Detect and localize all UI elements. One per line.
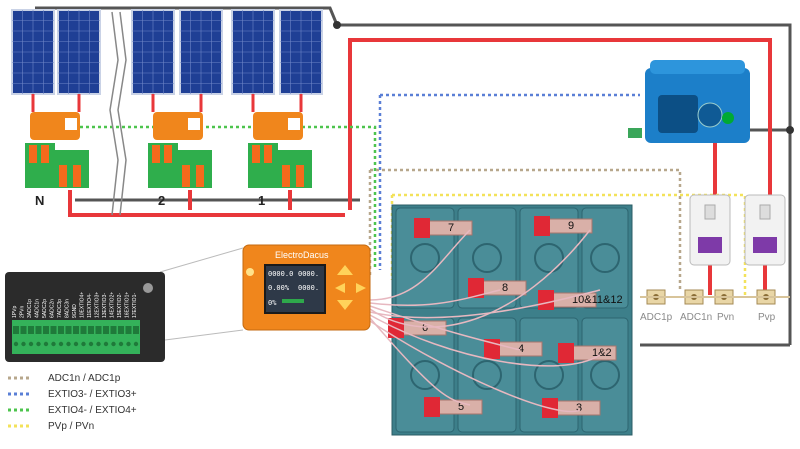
connector-pin-label: 15EXTIO2-	[117, 293, 123, 318]
screen-line2: 0000.	[298, 270, 319, 278]
sun-icon	[246, 268, 254, 276]
cell-label: 5	[458, 401, 464, 413]
connector-pin-label: 12EXTIO3+	[95, 292, 101, 318]
terminal-blocks: ADC1p ADC1n Pvn Pvp	[640, 289, 790, 323]
legend-item: EXTIO3- / EXTIO3+	[8, 389, 137, 400]
solar-panel	[131, 9, 175, 112]
string-controller: 2	[148, 112, 212, 208]
cell-label: 10&11&12	[572, 294, 623, 306]
screen-line1: 0000.0	[268, 270, 293, 278]
junction-dot	[333, 21, 341, 29]
connector-pin-label: 16EXTIO1+	[125, 292, 131, 318]
solar-panel	[179, 9, 223, 112]
solar-panel	[11, 9, 55, 112]
junction-dot	[786, 126, 794, 134]
string-controllers: N 2 1	[25, 112, 312, 208]
bus-bar: 9	[534, 216, 593, 236]
cell-label: 9	[568, 220, 574, 232]
connector-pin-label: 5ADC2p	[42, 299, 48, 318]
terminal-block: ADC1p	[640, 289, 673, 323]
connector-pin-label: 6ADC2n	[50, 299, 56, 318]
screen-line5: 0%	[268, 299, 277, 307]
up-arrow-icon	[337, 265, 353, 275]
connector-pin-label: 4ADC1n	[35, 299, 41, 318]
string-controller: N	[25, 112, 89, 208]
screen-line3: 0.00%	[268, 284, 290, 292]
connector-pin-label: 2PVn	[20, 306, 26, 318]
down-arrow-icon	[337, 300, 353, 310]
right-arrow-icon	[356, 283, 366, 293]
breaker	[744, 194, 786, 266]
string-label: 1	[258, 193, 265, 208]
string-label: 2	[158, 193, 165, 208]
terminal-label: ADC1n	[680, 312, 712, 323]
zoom-guides	[159, 247, 244, 341]
connector-pin-label: 14EXTIO2+	[110, 292, 116, 318]
sense-wires	[369, 229, 601, 413]
solar-panel	[57, 9, 101, 112]
breaker	[689, 194, 731, 266]
legend-item: EXTIO4- / EXTIO4+	[8, 405, 137, 416]
legend-item: PVp / PVn	[8, 421, 94, 432]
break-mark	[109, 11, 127, 216]
screw-icon	[143, 283, 153, 293]
legend-text: EXTIO4- / EXTIO4+	[48, 405, 137, 416]
bus-bar: 8	[468, 278, 527, 298]
solar-panels	[11, 9, 323, 112]
cell-label: 4	[518, 343, 524, 355]
battery-cell	[457, 317, 517, 433]
connector-pin-label: 3ADC1p	[27, 299, 33, 318]
cell-label: 3	[576, 402, 582, 414]
connector-pin-label: 8ADC3n	[65, 299, 71, 318]
connector-pin-label: 17EXTIO1-	[132, 293, 138, 318]
terminal-label: Pvp	[758, 312, 776, 323]
string-label: N	[35, 193, 44, 208]
controller-brand: ElectroDacus	[275, 250, 329, 260]
cell-label: 7	[448, 222, 454, 234]
connector-pin-label: 13EXTIO3-	[102, 293, 108, 318]
string-controller: 1	[248, 112, 312, 208]
inverter	[628, 60, 750, 143]
battery-cell	[581, 207, 629, 309]
solar-panel	[279, 9, 323, 112]
terminal-label: ADC1p	[640, 312, 673, 323]
bus-bar: 5	[424, 397, 483, 417]
connector-pin-label: 1PVp	[12, 306, 18, 318]
legend-text: ADC1n / ADC1p	[48, 373, 121, 384]
terminal-label: Pvn	[717, 312, 734, 323]
cell-label: 6	[422, 322, 428, 334]
connector-pin-label: 10EXTIO4+	[80, 292, 86, 318]
legend-text: PVp / PVn	[48, 421, 94, 432]
legend-item: ADC1n / ADC1p	[8, 373, 121, 384]
terminal-block: ADC1n	[680, 289, 712, 323]
screen-line4: 0000.	[298, 284, 319, 292]
terminal-block: Pvn	[714, 289, 734, 323]
electrodacus-controller: ElectroDacus 0000.0 0000. 0.00% 0000. 0%	[242, 244, 371, 331]
bus-bar: 10&11&12	[538, 290, 623, 310]
cell-label: 8	[502, 282, 508, 294]
bus-bar: 1&2	[558, 343, 617, 363]
solar-panel	[231, 9, 275, 112]
left-arrow-icon	[335, 283, 345, 293]
bus-bar: 7	[414, 218, 473, 238]
terminal-block: Pvp	[756, 289, 776, 323]
connector-pin-label: 7ADC3p	[57, 299, 63, 318]
connector-pin-label: 9GND	[72, 304, 78, 318]
legend-text: EXTIO3- / EXTIO3+	[48, 389, 137, 400]
connector-pin-label: 11EXTIO4-	[87, 293, 93, 318]
cell-labels: 7 9 8 10&11&12 6 4 1&2 5 3	[388, 216, 623, 418]
